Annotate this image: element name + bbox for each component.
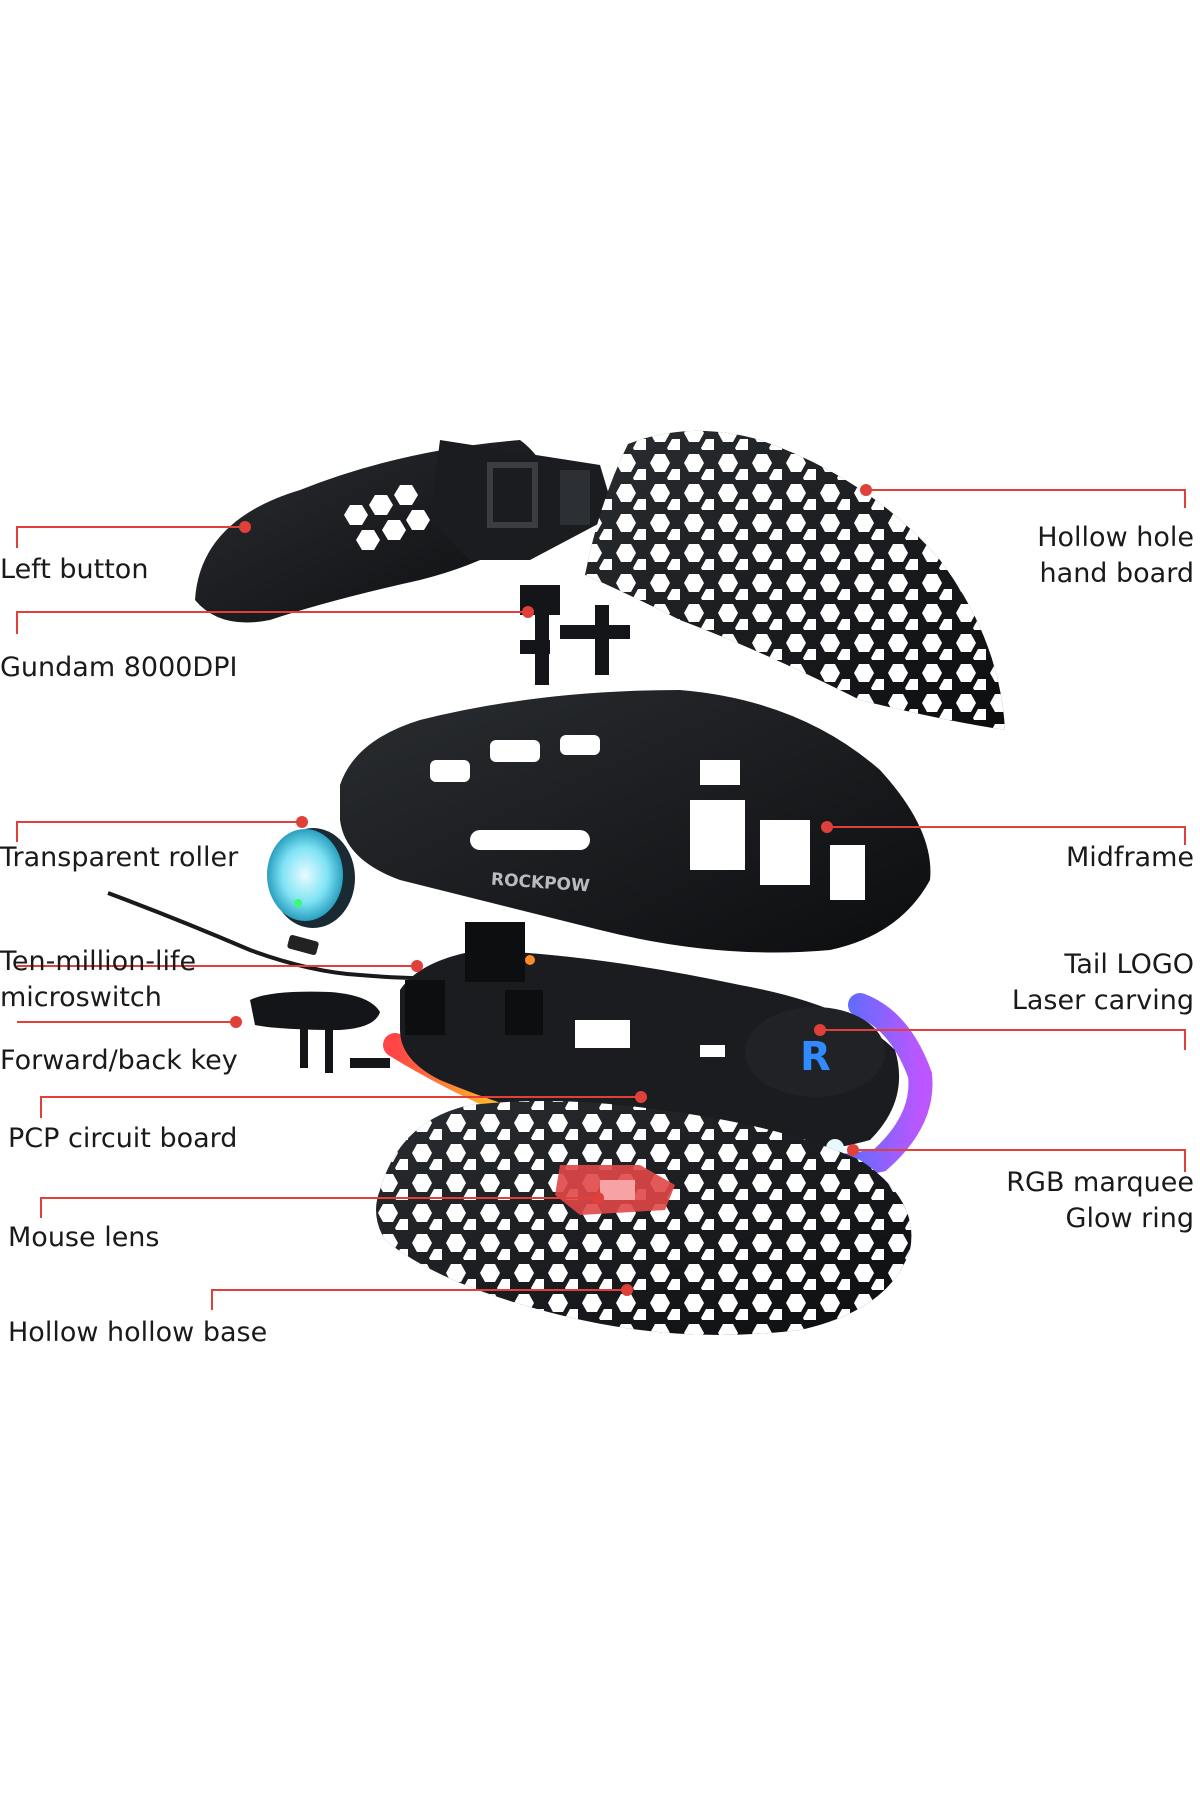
callout-sensor: Gundam 8000DPI [0, 650, 237, 686]
leader-dot-base [621, 1284, 633, 1296]
leader-dot-midframe [821, 821, 833, 833]
callout-text: Left button [0, 554, 149, 585]
leader-line-rgb-ring [853, 1149, 1186, 1172]
callout-text: Laser carving [1011, 985, 1194, 1016]
sensor-bracket-part [520, 585, 630, 685]
mouse-lens-part [555, 1165, 675, 1215]
leader-dot-tail-logo [814, 1024, 826, 1036]
callout-text: Ten-million-life [0, 946, 197, 977]
callout-text: PCP circuit board [8, 1123, 238, 1154]
callout-lens: Mouse lens [8, 1220, 159, 1256]
callout-text: Transparent roller [0, 842, 239, 873]
transparent-roller-part [267, 828, 355, 928]
callout-text: microswitch [0, 982, 162, 1013]
leader-line-left-button [16, 526, 245, 548]
tail-logo-mark: R [800, 1034, 831, 1080]
microswitch-glow [525, 955, 535, 965]
callout-text: hand board [1039, 558, 1194, 589]
callout-midframe: Midframe [1066, 840, 1194, 876]
midframe-part: ROCKPOW [340, 690, 931, 953]
callout-roller: Transparent roller [0, 840, 238, 876]
leader-line-midframe [827, 826, 1186, 845]
callout-base: Hollow hollow base [8, 1315, 267, 1351]
callout-microswitch: Ten-million-life microswitch [0, 944, 196, 1016]
leader-line-hand-board [866, 489, 1186, 508]
callout-text: Hollow hollow base [8, 1317, 268, 1348]
callout-pcb: PCP circuit board [8, 1121, 237, 1157]
callout-leader-lines [16, 484, 1186, 1310]
usb-cable [107, 891, 421, 980]
leader-dot-forward-back [230, 1016, 242, 1028]
callout-text: Glow ring [1065, 1203, 1194, 1234]
leader-dot-microswitch [411, 960, 423, 972]
leader-line-roller [16, 821, 302, 842]
leader-dot-left-button [239, 521, 251, 533]
leader-dot-hand-board [860, 484, 872, 496]
callout-left-button: Left button [0, 552, 148, 588]
callout-rgb-ring: RGB marquee Glow ring [1006, 1165, 1194, 1237]
hollow-base-part [376, 1101, 912, 1335]
leader-line-tail-logo [820, 1029, 1186, 1050]
callout-text: Forward/back key [0, 1045, 238, 1076]
callout-forward-back: Forward/back key [0, 1043, 238, 1079]
leader-line-pcb [40, 1096, 641, 1118]
leader-line-base [211, 1289, 627, 1310]
forward-back-key-part [250, 991, 390, 1073]
callout-tail-logo: Tail LOGO Laser carving [1012, 947, 1194, 1019]
callout-text: Hollow hole [1037, 522, 1194, 553]
callout-text: Mouse lens [8, 1222, 160, 1253]
leader-dot-roller [296, 816, 308, 828]
left-button-part [195, 440, 615, 623]
callout-text: RGB marquee [1006, 1167, 1194, 1198]
leader-line-sensor [16, 611, 528, 634]
callout-text: Tail LOGO [1064, 949, 1194, 980]
leader-dot-sensor [522, 606, 534, 618]
cable-connector [287, 935, 319, 955]
callout-text: Gundam 8000DPI [0, 652, 238, 683]
callout-hand-board: Hollow hole hand board [1037, 520, 1194, 592]
leader-dot-lens [592, 1192, 604, 1204]
callout-text: Midframe [1066, 842, 1194, 873]
leader-line-lens [40, 1197, 598, 1218]
leader-dot-rgb-ring [847, 1144, 859, 1156]
leader-dot-pcb [635, 1091, 647, 1103]
